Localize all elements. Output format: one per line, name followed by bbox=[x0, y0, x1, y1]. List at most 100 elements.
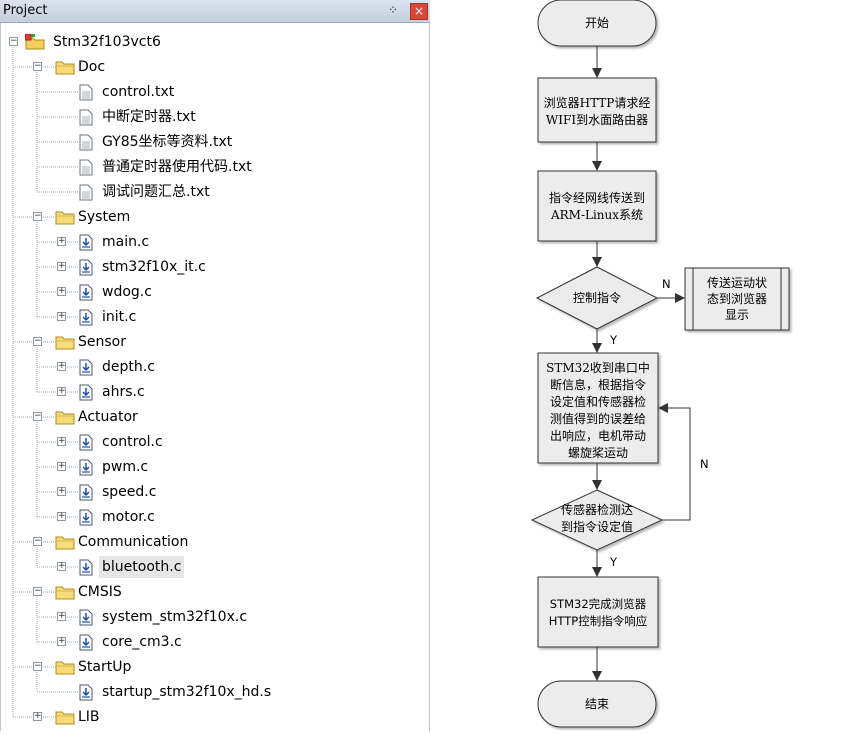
tree-file-item[interactable]: +control.c bbox=[1, 431, 429, 453]
collapse-icon[interactable]: − bbox=[33, 211, 42, 221]
folder-icon bbox=[55, 586, 75, 600]
flow-side-box-line1: 传送运动状 bbox=[707, 275, 767, 290]
flow-decision-command: 控制指令 bbox=[535, 266, 659, 330]
tree-file-item[interactable]: + init.c bbox=[1, 306, 429, 328]
panel-titlebar: Project ⁘ × bbox=[0, 0, 430, 23]
expand-icon[interactable]: + bbox=[57, 486, 66, 496]
expand-icon[interactable]: + bbox=[57, 236, 66, 246]
flow-decision-setpoint-line1: 传感器检测达 bbox=[561, 502, 633, 517]
flow-step-response-line2: 断信息，根据指令 bbox=[550, 377, 646, 392]
flow-decision-command-label: 控制指令 bbox=[573, 290, 621, 305]
source-file-icon bbox=[79, 509, 93, 526]
close-icon[interactable]: × bbox=[410, 3, 428, 20]
tree-file-item[interactable]: GY85坐标等资料.txt bbox=[1, 131, 429, 153]
collapse-icon[interactable]: − bbox=[33, 61, 42, 71]
tree-folder-item[interactable]: −System bbox=[1, 206, 429, 228]
flow-step-transfer-line1: 指令经网线传送到 bbox=[549, 190, 645, 205]
collapse-icon[interactable]: − bbox=[33, 661, 42, 671]
tree-item-label: Stm32f103vct6 bbox=[53, 34, 161, 50]
tree-item-label: stm32f10x_it.c bbox=[102, 259, 206, 275]
collapse-icon[interactable]: − bbox=[33, 411, 42, 421]
flowchart: 开始 浏览器HTTP请求经 WIFI到水面路由器 指令经网线传送到 ARM-Li… bbox=[430, 0, 863, 731]
source-file-icon bbox=[79, 434, 93, 451]
collapse-icon[interactable]: − bbox=[9, 36, 18, 46]
expand-icon[interactable]: + bbox=[57, 311, 66, 321]
flow-step-response-line5: 出响应，电机带动 bbox=[550, 428, 646, 443]
source-file-icon bbox=[79, 609, 93, 626]
tree-file-item[interactable]: +bluetooth.c bbox=[1, 556, 429, 578]
tree-folder-item[interactable]: − Communication bbox=[1, 531, 429, 553]
folder-icon bbox=[55, 536, 75, 550]
expand-icon[interactable]: + bbox=[57, 361, 66, 371]
collapse-icon[interactable]: − bbox=[33, 336, 42, 346]
folder-icon bbox=[55, 661, 75, 675]
tree-file-item[interactable]: + stm32f10x_it.c bbox=[1, 256, 429, 278]
expand-icon[interactable]: + bbox=[57, 286, 66, 296]
tree-item-label: pwm.c bbox=[102, 459, 149, 475]
expand-icon[interactable]: + bbox=[57, 386, 66, 396]
tree-item-label: init.c bbox=[102, 309, 137, 325]
tree-file-item[interactable]: 普通定时器使用代码.txt bbox=[1, 156, 429, 178]
pin-icon[interactable]: ⁘ bbox=[388, 3, 399, 17]
project-icon bbox=[25, 34, 45, 50]
text-file-icon bbox=[79, 134, 93, 151]
flow-step-complete: STM32完成浏览器 HTTP控制指令响应 bbox=[537, 576, 659, 648]
flow-decision-setpoint: 传感器检测达 到指令设定值 bbox=[530, 489, 664, 551]
expand-icon[interactable]: + bbox=[57, 261, 66, 271]
text-file-icon bbox=[79, 184, 93, 201]
tree-folder-item[interactable]: −Sensor bbox=[1, 331, 429, 353]
source-file-icon bbox=[79, 259, 93, 276]
flow-end-terminal: 结束 bbox=[537, 680, 657, 728]
tree-item-label: 普通定时器使用代码.txt bbox=[102, 159, 252, 175]
tree-file-item[interactable]: +core_cm3.c bbox=[1, 631, 429, 653]
tree-item-label: motor.c bbox=[102, 509, 155, 525]
expand-icon[interactable]: + bbox=[57, 611, 66, 621]
tree-file-item[interactable]: + depth.c bbox=[1, 356, 429, 378]
flow-n-label-1: N bbox=[662, 277, 671, 291]
tree-item-label: Communication bbox=[78, 534, 189, 550]
tree-file-item[interactable]: control.txt bbox=[1, 81, 429, 103]
tree-file-item[interactable]: +system_stm32f10x.c bbox=[1, 606, 429, 628]
flow-feedback-arrow bbox=[658, 403, 691, 521]
tree-folder-item[interactable]: −StartUp bbox=[1, 656, 429, 678]
tree-item-label: 中断定时器.txt bbox=[102, 109, 196, 125]
folder-icon bbox=[55, 411, 75, 425]
text-file-icon bbox=[79, 109, 93, 126]
expand-icon[interactable]: + bbox=[57, 636, 66, 646]
tree-file-item[interactable]: + speed.c bbox=[1, 481, 429, 503]
expand-icon[interactable]: + bbox=[57, 461, 66, 471]
expand-icon[interactable]: + bbox=[57, 436, 66, 446]
flow-start-terminal: 开始 bbox=[537, 0, 657, 47]
folder-icon bbox=[55, 336, 75, 350]
flow-step-response: STM32收到串口中 断信息，根据指令 设定值和传感器检 测值得到的误差给 出响… bbox=[537, 352, 659, 464]
tree-item-label: GY85坐标等资料.txt bbox=[102, 134, 233, 150]
tree-file-item[interactable]: + ahrs.c bbox=[1, 381, 429, 403]
tree-item-label: depth.c bbox=[102, 359, 155, 375]
tree-item-label: LIB bbox=[78, 709, 100, 725]
tree-file-item[interactable]: startup_stm32f10x_hd.s bbox=[1, 681, 429, 703]
tree-folder-item[interactable]: + LIB bbox=[1, 706, 429, 728]
tree-item-label: ahrs.c bbox=[102, 384, 145, 400]
tree-file-item[interactable]: + motor.c bbox=[1, 506, 429, 528]
expand-icon[interactable]: + bbox=[57, 511, 66, 521]
tree-item-label: speed.c bbox=[102, 484, 157, 500]
tree-file-item[interactable]: 调试问题汇总.txt bbox=[1, 181, 429, 203]
flow-step-response-line4: 测值得到的误差给 bbox=[550, 411, 646, 426]
expand-icon[interactable]: + bbox=[33, 711, 42, 721]
tree-project-item[interactable]: − Stm32f103vct6 bbox=[1, 31, 429, 53]
tree-folder-item[interactable]: −CMSIS bbox=[1, 581, 429, 603]
tree-file-item[interactable]: +main.c bbox=[1, 231, 429, 253]
tree-file-item[interactable]: 中断定时器.txt bbox=[1, 106, 429, 128]
tree-file-item[interactable]: + pwm.c bbox=[1, 456, 429, 478]
tree-folder-item[interactable]: −Actuator bbox=[1, 406, 429, 428]
flow-step-transfer-line2: ARM-Linux系统 bbox=[550, 208, 643, 222]
flow-end-label: 结束 bbox=[585, 697, 609, 711]
source-file-icon bbox=[79, 284, 93, 301]
tree-folder-item[interactable]: −Doc bbox=[1, 56, 429, 78]
collapse-icon[interactable]: − bbox=[33, 536, 42, 546]
expand-icon[interactable]: + bbox=[57, 561, 66, 571]
source-file-icon bbox=[79, 684, 93, 701]
source-file-icon bbox=[79, 234, 93, 251]
collapse-icon[interactable]: − bbox=[33, 586, 42, 596]
tree-file-item[interactable]: +wdog.c bbox=[1, 281, 429, 303]
